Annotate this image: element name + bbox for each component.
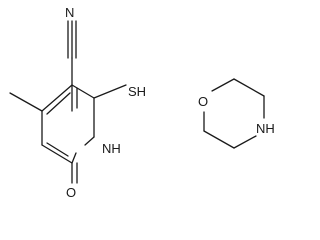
pyridinone-molecule: N SH NH O <box>9 5 146 200</box>
bond-c5-c6-inner <box>46 142 69 157</box>
morpholine-bond-top <box>211 78 235 92</box>
morpholine-bond-top-right <box>233 78 265 97</box>
bond-c4-c3-left-inner <box>46 92 71 115</box>
nitrile-n-label: N <box>65 5 74 20</box>
bond-thiol <box>93 84 127 99</box>
bond-c4-c3-left <box>41 84 73 112</box>
carbonyl-o-label: O <box>66 185 76 200</box>
morpholine-o-label: O <box>198 94 208 109</box>
bond-methyl <box>9 92 43 112</box>
morpholine-molecule: O NH <box>198 78 275 149</box>
morpholine-bond-bottom-left <box>203 130 235 149</box>
thiol-label: SH <box>128 84 146 99</box>
ring-nh-label: NH <box>102 141 121 156</box>
bond-c3-c2 <box>71 84 95 99</box>
bond-c1-n <box>84 136 95 146</box>
bond-n-c6 <box>71 152 77 164</box>
morpholine-nh-label: NH <box>256 121 275 136</box>
morpholine-bond-bottom-right <box>233 135 257 149</box>
structure-diagram: N SH NH O O NH <box>9 5 275 200</box>
bond-c6-c5 <box>41 144 73 164</box>
